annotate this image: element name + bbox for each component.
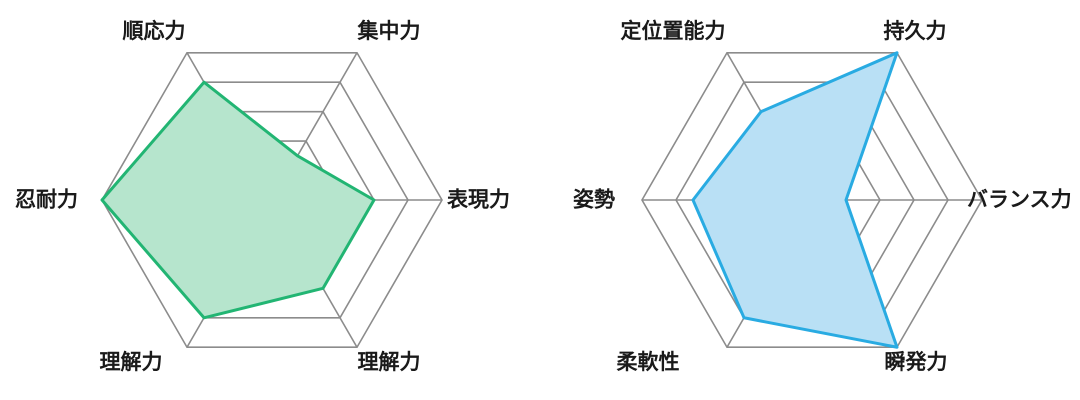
- left-radar-data-polygon: [100, 80, 376, 320]
- axis-label-left: 忍耐力: [15, 187, 78, 212]
- left-radar-panel: 順応力 集中力 表現力 理解力 理解力 忍耐力: [15, 19, 510, 374]
- axis-label-left: 姿勢: [573, 187, 615, 212]
- axis-label-top-left: 順応力: [122, 19, 186, 43]
- axis-label-bottom-left: 理解力: [99, 350, 163, 374]
- right-radar-panel: 定位置能力 持久力 バランス力 瞬発力 柔軟性 姿勢: [540, 0, 1080, 400]
- axis-label-bottom-right: 理解力: [357, 350, 421, 374]
- axis-label-right: 表現力: [447, 187, 510, 212]
- axis-label-bottom-left: 柔軟性: [616, 350, 680, 374]
- right-radar-data-polygon: [691, 51, 899, 349]
- axis-label-bottom-right: 瞬発力: [884, 350, 948, 374]
- axis-label-top-left: 定位置能力: [620, 19, 726, 43]
- left-radar-svg: [100, 51, 443, 349]
- right-radar-svg: [641, 51, 983, 349]
- axis-label-top-right: 持久力: [883, 19, 947, 43]
- axis-label-top-right: 集中力: [357, 19, 421, 43]
- axis-label-right: バランス力: [967, 187, 1072, 212]
